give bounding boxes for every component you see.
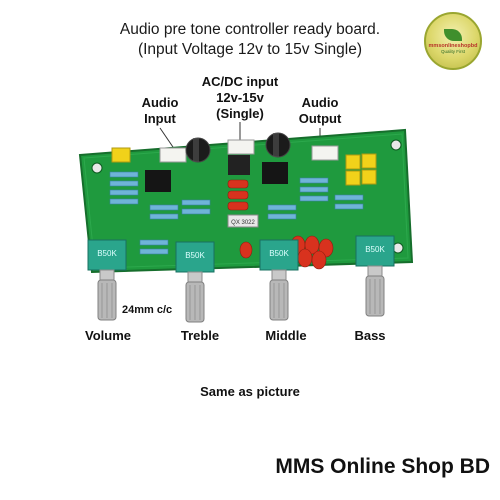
title-line-1: Audio pre tone controller ready board. (119, 21, 381, 38)
op-amp-chip (262, 162, 288, 184)
pot-marking: B50K (185, 251, 205, 260)
pot-marking: B50K (97, 249, 117, 258)
power-connector (227, 139, 255, 155)
yellow-capacitor (111, 147, 131, 163)
acdc-input-label: AC/DC input 12v-15v (Single) (201, 74, 279, 121)
yellow-capacitor (361, 169, 377, 185)
pot-marking: B50K (365, 245, 385, 254)
board-chip (227, 214, 259, 228)
yellow-capacitor (345, 170, 361, 186)
pcb-board (78, 128, 414, 274)
title-line-2: (Input Voltage 12v to 15v Single) (137, 41, 363, 58)
leaf-icon (444, 28, 462, 41)
audio-output-connector (311, 145, 339, 161)
bass-pot: B50K (355, 235, 395, 317)
same-as-picture-note: Same as picture (200, 384, 300, 399)
logo-tagline: Quality First (440, 48, 465, 54)
shop-logo: mmsonlineshopbd Quality First (424, 12, 482, 70)
op-amp-chip (145, 170, 171, 192)
audio-input-connector (159, 147, 187, 163)
page-title: Audio pre tone controller ready board. (… (90, 20, 410, 60)
middle-pot: B50K (259, 239, 299, 321)
mount-hole (91, 162, 103, 174)
input-leader-line (159, 127, 176, 151)
mount-hole (390, 139, 402, 151)
yellow-capacitor (361, 153, 377, 169)
spacing-label: 24mm c/c (122, 304, 173, 316)
audio-input-label: Audio Input (141, 95, 179, 126)
audio-output-label: Audio Output (298, 95, 342, 126)
middle-label: Middle (265, 328, 307, 343)
pot-marking: B50K (269, 249, 289, 258)
resistor-array (109, 171, 364, 255)
volume-label: Volume (85, 328, 131, 343)
shop-name: MMS Online Shop BD (275, 455, 490, 478)
regulator-chip (228, 155, 250, 175)
chip-marking: QX 3022 (231, 220, 255, 226)
yellow-capacitor (345, 154, 361, 170)
bass-label: Bass (354, 328, 386, 343)
logo-text: mmsonlineshopbd (428, 42, 478, 49)
treble-label: Treble (180, 328, 220, 343)
